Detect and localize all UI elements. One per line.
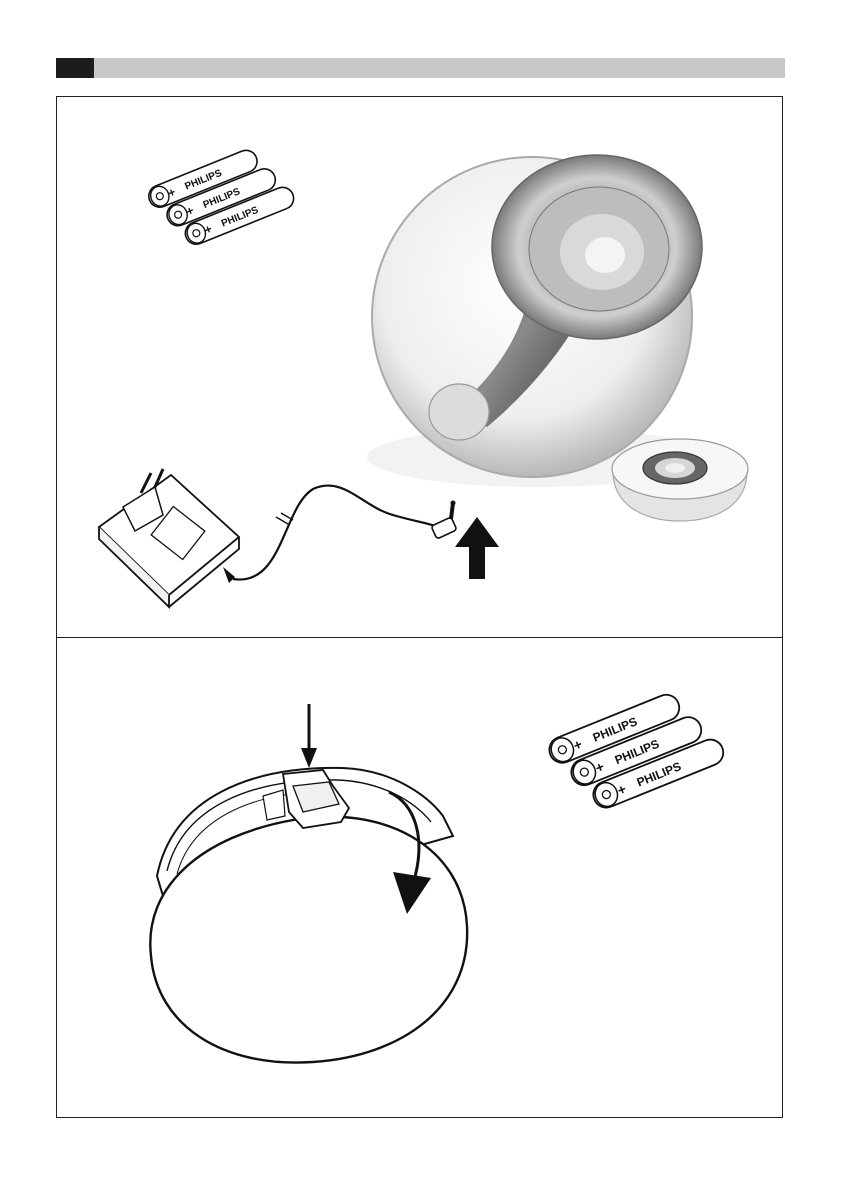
section-header-bar <box>56 58 785 78</box>
panel-remote-battery-replacement: + PHILIPS + PHILIPS + PHILIPS <box>56 637 783 1118</box>
battery-pack-icon: + PHILIPS + PHILIPS + PHILIPS <box>545 698 725 813</box>
battery-pack-icon: + PHILIPS + PHILIPS + PHILIPS <box>145 153 295 248</box>
panel-power-setup: + PHILIPS + PHILIPS + PHILIPS <box>56 96 783 638</box>
plug-arrow-up-icon <box>455 517 499 579</box>
power-adapter-icon <box>93 467 473 607</box>
press-arrow-down-icon <box>299 704 319 768</box>
remote-control <box>605 431 755 523</box>
rotate-arrow-icon <box>387 788 447 918</box>
section-header-tab <box>56 58 94 78</box>
